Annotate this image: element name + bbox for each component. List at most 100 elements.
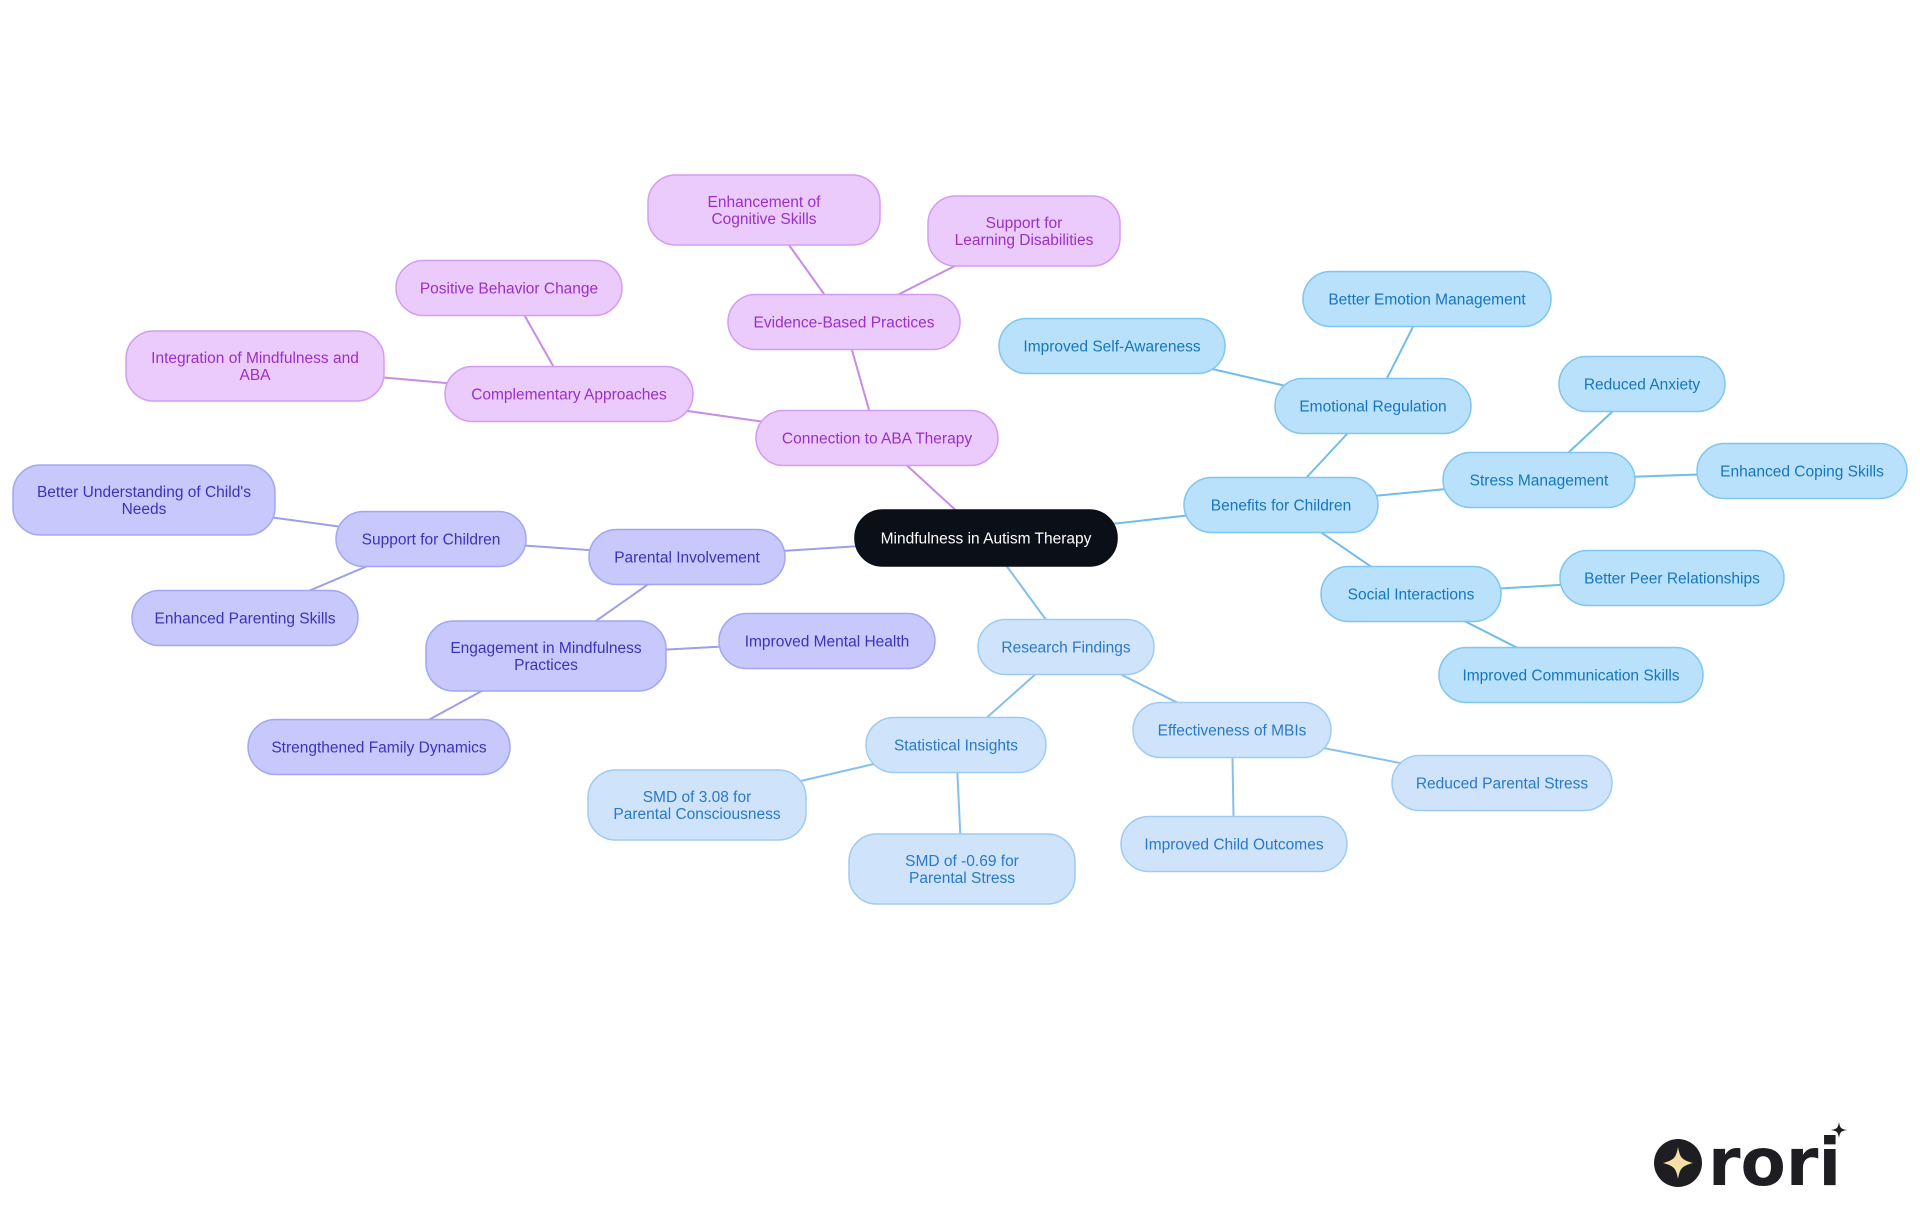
node-statistical[interactable]: Statistical Insights (865, 716, 1047, 774)
node-label: Complementary Approaches (471, 387, 667, 404)
node-label: Reduced Anxiety (1584, 377, 1701, 394)
node-box (1302, 270, 1552, 328)
node-box (1559, 549, 1785, 607)
sparkle-star-icon (1663, 1147, 1693, 1179)
node-box (1558, 355, 1726, 413)
node-box (395, 259, 623, 317)
node-label: Positive Behavior Change (420, 281, 598, 298)
logo-wordmark: rori (1708, 1124, 1841, 1190)
node-parental[interactable]: Parental Involvement (588, 528, 786, 586)
node-box (12, 464, 276, 536)
node-label: Social Interactions (1348, 587, 1475, 604)
node-family[interactable]: Strengthened Family Dynamics (247, 718, 511, 776)
node-box (998, 317, 1226, 375)
node-self-awareness[interactable]: Improved Self-Awareness (998, 317, 1226, 375)
node-parental-stress[interactable]: Reduced Parental Stress (1391, 754, 1613, 812)
node-box (125, 330, 385, 402)
node-label: Enhanced Parenting Skills (155, 611, 336, 628)
node-mental[interactable]: Improved Mental Health (718, 612, 936, 670)
node-root[interactable]: Mindfulness in Autism Therapy (854, 509, 1118, 567)
node-coping[interactable]: Enhanced Coping Skills (1696, 442, 1908, 500)
node-label: Evidence-Based Practices (754, 315, 935, 332)
node-social[interactable]: Social Interactions (1320, 565, 1502, 623)
node-box (1183, 476, 1379, 534)
node-child-outcomes[interactable]: Improved Child Outcomes (1120, 815, 1348, 873)
node-box (587, 769, 807, 841)
node-label: Improved Communication Skills (1462, 668, 1679, 685)
node-box (1120, 815, 1348, 873)
node-label: Statistical Insights (894, 738, 1018, 755)
node-stress-mgmt[interactable]: Stress Management (1442, 451, 1636, 509)
node-label: Enhanced Coping Skills (1720, 464, 1884, 481)
node-box (1132, 701, 1332, 759)
node-emotional[interactable]: Emotional Regulation (1274, 377, 1472, 435)
node-box (647, 174, 881, 246)
node-box (1442, 451, 1636, 509)
node-label: Connection to ABA Therapy (782, 431, 972, 448)
node-box (1438, 646, 1704, 704)
node-label: Research Findings (1001, 640, 1130, 657)
node-label: Support for Children (362, 532, 501, 549)
node-box (977, 618, 1155, 676)
node-box (131, 589, 359, 647)
node-communication[interactable]: Improved Communication Skills (1438, 646, 1704, 704)
node-label: Parental Involvement (614, 550, 760, 567)
node-box (755, 409, 999, 467)
node-box (588, 528, 786, 586)
node-label: Strengthened Family Dynamics (271, 740, 487, 757)
node-label: Improved Mental Health (745, 634, 910, 651)
node-box (848, 833, 1076, 905)
node-label: Better Emotion Management (1328, 292, 1526, 309)
node-anxiety[interactable]: Reduced Anxiety (1558, 355, 1726, 413)
node-box (727, 293, 961, 351)
node-box (1274, 377, 1472, 435)
node-box (425, 620, 667, 692)
node-effectiveness[interactable]: Effectiveness of MBIs (1132, 701, 1332, 759)
node-peer[interactable]: Better Peer Relationships (1559, 549, 1785, 607)
node-parenting[interactable]: Enhanced Parenting Skills (131, 589, 359, 647)
node-support[interactable]: Support for Children (335, 510, 527, 568)
node-label: Reduced Parental Stress (1416, 776, 1589, 793)
node-label: Benefits for Children (1211, 498, 1351, 515)
node-box (927, 195, 1121, 267)
node-box (718, 612, 936, 670)
node-box (335, 510, 527, 568)
node-aba[interactable]: Connection to ABA Therapy (755, 409, 999, 467)
node-box (247, 718, 511, 776)
node-positive[interactable]: Positive Behavior Change (395, 259, 623, 317)
node-evidence[interactable]: Evidence-Based Practices (727, 293, 961, 351)
node-box (854, 509, 1118, 567)
node-label: Emotional Regulation (1299, 399, 1446, 416)
node-box (444, 365, 694, 423)
node-label: Effectiveness of MBIs (1158, 723, 1307, 740)
node-label: Improved Child Outcomes (1144, 837, 1323, 854)
logo-accent-star-icon (1831, 1122, 1847, 1138)
node-label: Stress Management (1470, 473, 1609, 490)
node-box (865, 716, 1047, 774)
node-label: Better Peer Relationships (1584, 571, 1760, 588)
node-complementary[interactable]: Complementary Approaches (444, 365, 694, 423)
node-box (1391, 754, 1613, 812)
node-benefits[interactable]: Benefits for Children (1183, 476, 1379, 534)
node-research[interactable]: Research Findings (977, 618, 1155, 676)
node-box (1696, 442, 1908, 500)
node-box (1320, 565, 1502, 623)
node-emotion-mgmt[interactable]: Better Emotion Management (1302, 270, 1552, 328)
rori-logo: rori (1654, 1122, 1847, 1190)
node-label: Improved Self-Awareness (1023, 339, 1200, 356)
node-label: Mindfulness in Autism Therapy (881, 531, 1092, 548)
